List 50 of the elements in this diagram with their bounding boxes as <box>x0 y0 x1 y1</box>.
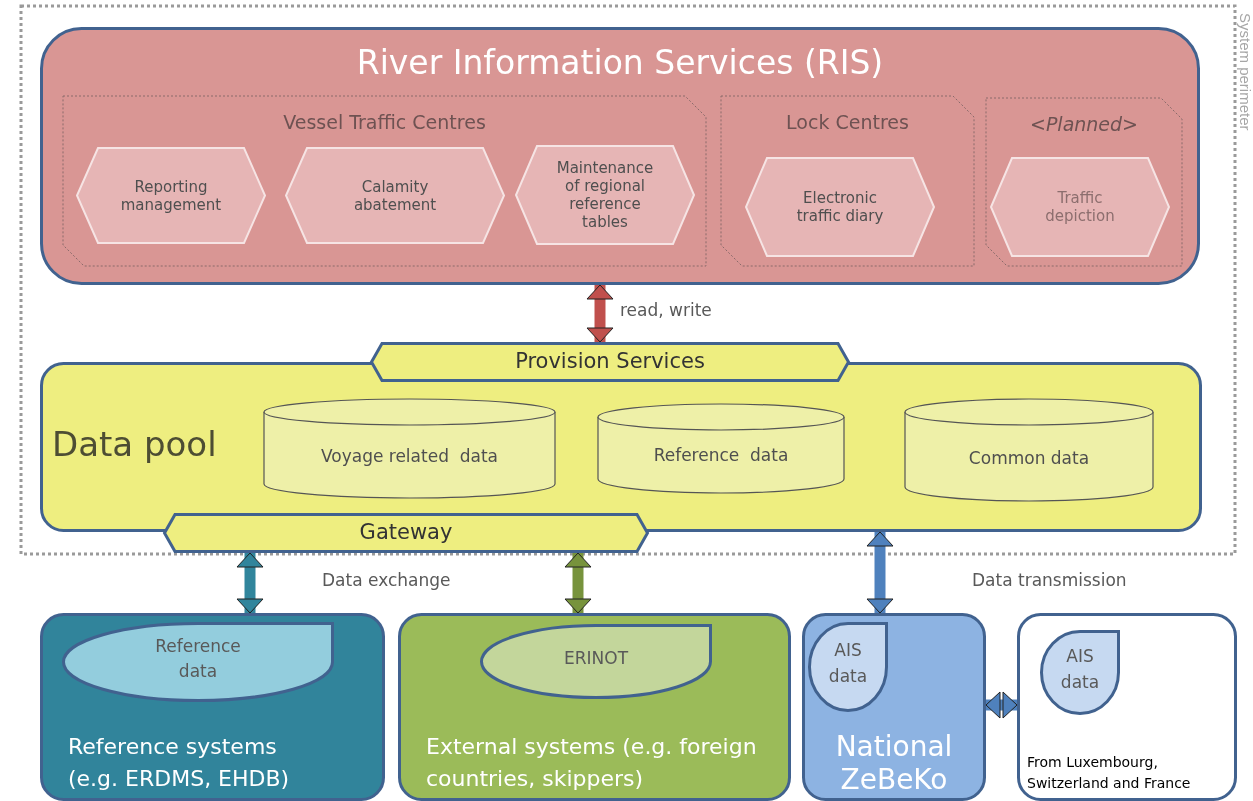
node-label: Reporting management <box>119 177 223 214</box>
data-shape <box>62 622 334 702</box>
double-arrow <box>586 284 614 343</box>
database-cylinder <box>904 398 1154 501</box>
system-box <box>802 613 986 801</box>
node-label: Electronic traffic diary <box>795 189 885 225</box>
system-title: National ZeBeKo <box>834 729 954 797</box>
data-shape <box>480 624 712 699</box>
data-label: Reference data <box>154 634 242 683</box>
database-cylinder <box>263 398 556 498</box>
panel-title: River Information Services (RIS) <box>355 43 885 83</box>
panel-title: Data pool <box>52 424 217 465</box>
group-title: Vessel Traffic Centres <box>282 111 487 134</box>
flow-label: Data transmission <box>972 570 1127 590</box>
group-panel <box>720 95 975 267</box>
database-cylinder <box>597 403 845 493</box>
band-label: Gateway <box>358 520 454 546</box>
double-arrow <box>236 552 264 614</box>
node-label: Traffic depiction <box>1044 189 1116 225</box>
data-label: AIS data <box>1059 644 1101 694</box>
double-arrow <box>564 552 592 614</box>
data-label: ERINOT <box>562 646 630 670</box>
database-label: Voyage related data <box>319 445 500 467</box>
flow-label: Data exchange <box>322 570 451 590</box>
service-panel <box>40 27 1200 285</box>
boundary-label: System perimeter <box>1236 13 1253 131</box>
system-box <box>398 613 791 801</box>
double-arrow <box>985 691 1018 719</box>
group-title: <Planned> <box>1028 113 1140 136</box>
group-panel <box>62 95 707 267</box>
interface-band <box>370 342 850 382</box>
data-label: AIS data <box>827 638 869 688</box>
hexagon-node <box>285 147 505 244</box>
system-title: From Luxembourg, Switzerland and France <box>1027 753 1192 793</box>
system-title: Reference systems (e.g. ERDMS, EHDB) <box>68 733 291 794</box>
system-boundary <box>20 5 1253 555</box>
edge-label: read, write <box>620 300 712 320</box>
database-label: Reference data <box>652 445 790 466</box>
node-label: Maintenance of regional reference tables <box>555 159 655 231</box>
system-box <box>1017 613 1237 801</box>
group-title: Lock Centres <box>785 111 910 134</box>
data-shape <box>808 622 888 712</box>
database-label: Common data <box>967 447 1091 468</box>
group-panel <box>985 97 1183 267</box>
system-title: External systems (e.g. foreign countries, skippers) <box>426 733 758 794</box>
band-label: Provision Services <box>514 349 706 375</box>
double-arrow <box>866 531 894 614</box>
node-label: Calamity abatement <box>352 177 438 214</box>
interface-band <box>163 513 649 553</box>
system-box <box>40 613 385 801</box>
